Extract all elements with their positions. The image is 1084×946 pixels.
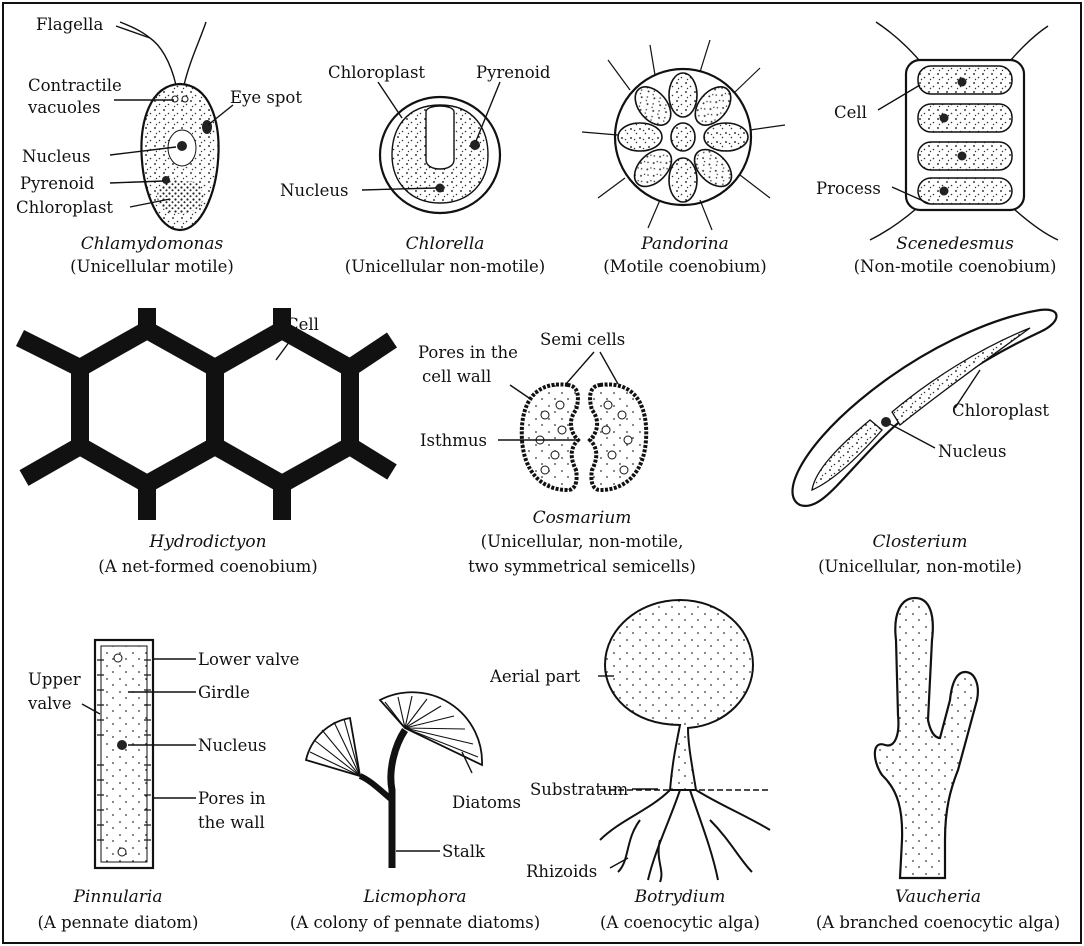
figure-licmophora: Diatoms Stalk Licmophora (A colony of pe… [290,692,540,932]
figure-closterium: Chloroplast Nucleus Closterium (Unicellu… [793,310,1057,576]
label-nucleus: Nucleus [938,442,1006,461]
figure-hydrodictyon: Cell Hydrodictyon (A net-formed coenobiu… [20,308,392,576]
pinnularia-nucleus [117,740,127,750]
figure-pinnularia: Upper valve Lower valve Girdle Nucleus P… [27,640,299,932]
label-process: Process [816,179,881,198]
label-nucleus: Nucleus [280,181,348,200]
title-closterium: Closterium [873,532,968,552]
pandorina-cell [669,73,697,117]
label-vacuoles: vacuoles [27,98,100,117]
title-licmophora: Licmophora [363,887,467,907]
pinnularia-interior [101,646,147,862]
cosmarium-semicell-right [590,384,646,490]
subtitle-pandorina: (Motile coenobium) [603,257,767,276]
hydrodictyon-mesh-cell [215,330,350,484]
label-chloroplast: Chloroplast [16,198,113,217]
figure-chlamydomonas: Flagella Contractile vacuoles Eye spot N… [16,15,302,276]
subtitle-botrydium: (A coenocytic alga) [600,913,760,932]
licmophora-stalk [391,730,405,868]
label-pyrenoid: Pyrenoid [476,63,551,82]
label-diatoms: Diatoms [452,793,521,812]
label-girdle: Girdle [198,683,250,702]
label-the-wall: the wall [198,813,265,832]
chlamydomonas-vacuole [182,96,188,102]
scenedesmus-cell [918,178,1012,204]
botrydium-aerial-part [605,600,753,790]
subtitle-licmophora: (A colony of pennate diatoms) [290,913,540,932]
title-pandorina: Pandorina [640,234,729,254]
figure-cosmarium: Semi cells Pores in the cell wall Isthmu… [418,330,696,576]
figure-vaucheria: Vaucheria (A branched coenocytic alga) [816,598,1060,932]
closterium-nucleus [881,417,891,427]
label-nucleus: Nucleus [22,147,90,166]
hydrodictyon-mesh-cell [80,330,215,484]
figure-pandorina: Pandorina (Motile coenobium) [582,40,785,276]
subtitle-scenedesmus: (Non-motile coenobium) [854,257,1057,276]
scenedesmus-cell [918,104,1012,132]
title-hydrodictyon: Hydrodictyon [148,532,266,552]
title-vaucheria: Vaucheria [895,887,981,907]
label-stalk: Stalk [442,842,486,861]
label-cell-wall: cell wall [422,367,491,386]
chlamydomonas-eye-spot [202,120,212,134]
subtitle-cosmarium-1: (Unicellular, non-motile, [481,532,684,551]
label-eye-spot: Eye spot [230,88,302,107]
chlamydomonas-chloroplast [157,180,203,214]
label-flagella: Flagella [36,15,103,34]
chlamydomonas-pyrenoid [162,176,170,184]
label-pyrenoid: Pyrenoid [20,174,95,193]
label-pores: Pores in the [418,343,518,362]
label-cell: Cell [834,103,867,122]
label-nucleus: Nucleus [198,736,266,755]
pandorina-cell [618,123,662,151]
chlamydomonas-flagellum-left [120,22,176,85]
label-rhizoids: Rhizoids [526,862,597,881]
title-chlorella: Chlorella [406,234,485,254]
chlorella-nucleus [436,184,445,193]
subtitle-hydrodictyon: (A net-formed coenobium) [98,557,317,576]
label-pores-in: Pores in [198,789,266,808]
subtitle-closterium: (Unicellular, non-motile) [818,557,1022,576]
label-chloroplast: Chloroplast [328,63,425,82]
subtitle-vaucheria: (A branched coenocytic alga) [816,913,1060,932]
label-semi-cells: Semi cells [540,330,625,349]
subtitle-cosmarium-2: two symmetrical semicells) [468,557,696,576]
label-valve: valve [27,694,72,713]
figure-scenedesmus: Cell Process Scenedesmus (Non-motile coe… [816,22,1058,276]
label-isthmus: Isthmus [420,431,487,450]
chlorella-pyrenoid [470,140,480,150]
title-scenedesmus: Scenedesmus [896,234,1014,254]
label-substratum: Substratum [530,780,629,799]
vaucheria-filament [875,598,978,878]
label-aerial-part: Aerial part [489,667,580,686]
pandorina-cell [669,158,697,202]
label-chloroplast: Chloroplast [952,401,1049,420]
title-botrydium: Botrydium [634,887,726,907]
chlamydomonas-flagellum-right [184,22,206,85]
subtitle-pinnularia: (A pennate diatom) [38,913,199,932]
chlamydomonas-vacuole [172,96,178,102]
subtitle-chlamydomonas: (Unicellular motile) [70,257,234,276]
figure-chlorella: Chloroplast Pyrenoid Nucleus Chlorella (… [280,63,551,276]
label-lower-valve: Lower valve [198,650,299,669]
subtitle-chlorella: (Unicellular non-motile) [345,257,545,276]
pandorina-cell [704,123,748,151]
figure-botrydium: Aerial part Substratum Rhizoids Botrydiu… [489,600,770,932]
label-upper: Upper [28,670,81,689]
chlamydomonas-nucleus [177,141,187,151]
title-chlamydomonas: Chlamydomonas [81,234,224,254]
title-pinnularia: Pinnularia [73,887,163,907]
pandorina-cell [671,123,695,151]
title-cosmarium: Cosmarium [533,508,632,528]
cosmarium-semicell-left [522,384,578,490]
label-cell: Cell [286,315,319,334]
label-contractile: Contractile [28,76,122,95]
